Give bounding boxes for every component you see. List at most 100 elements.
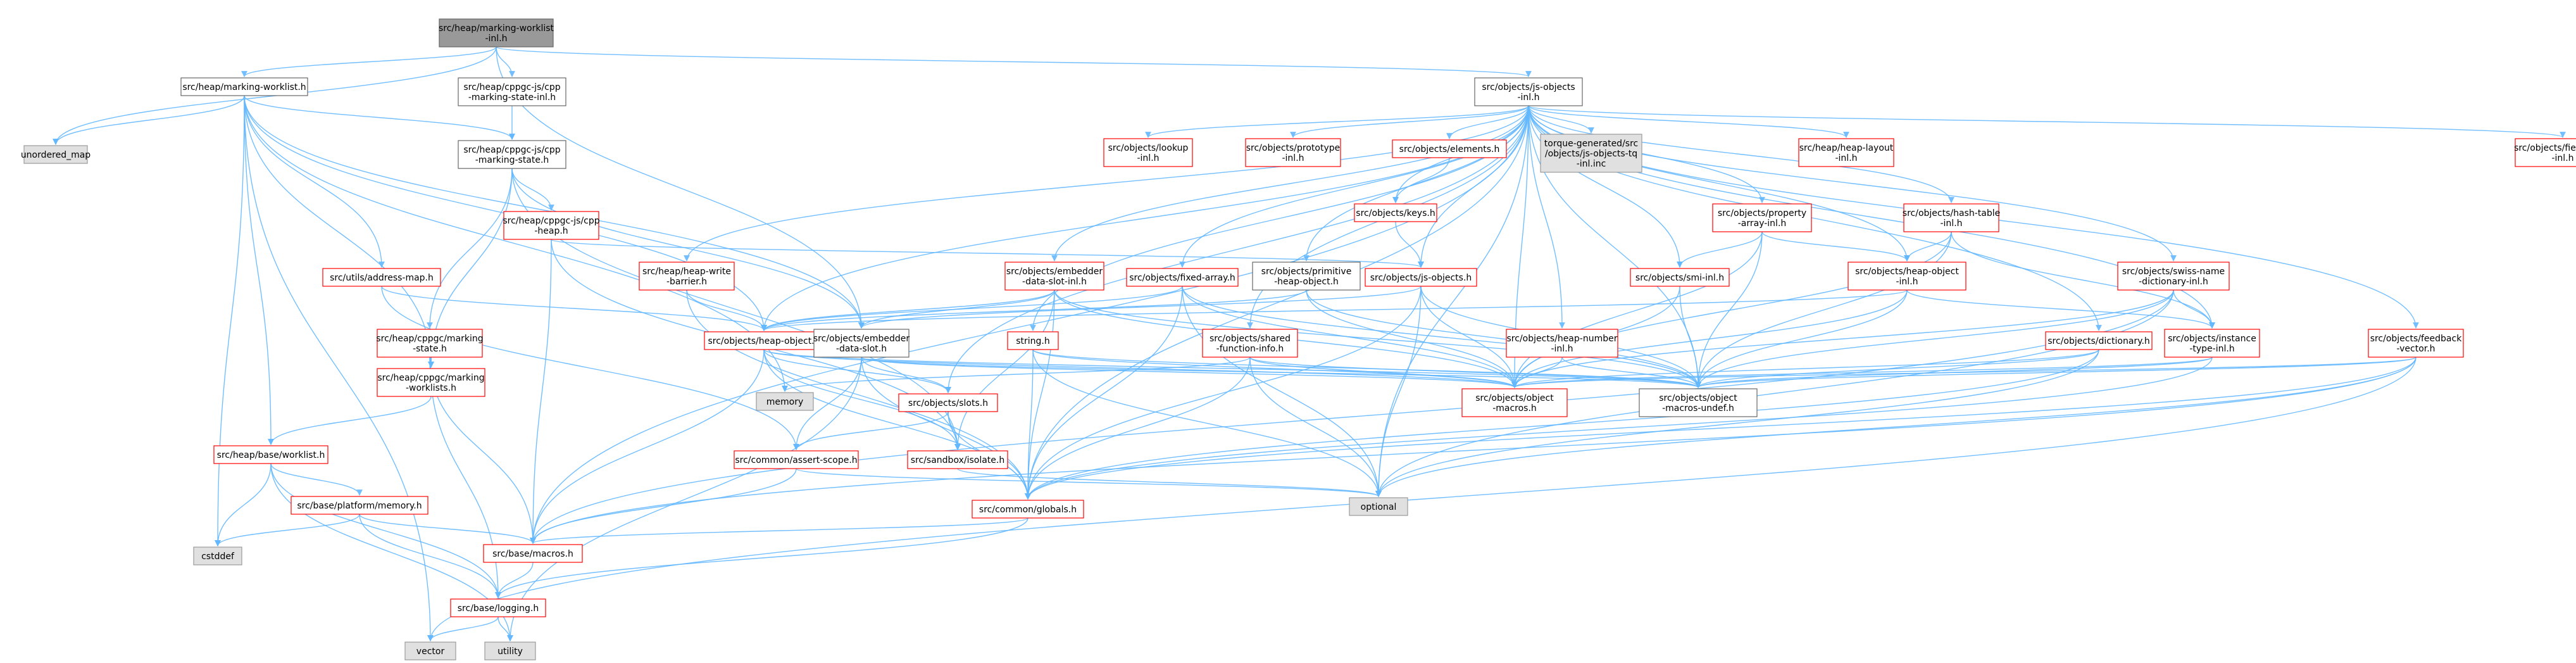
node-hwb[interactable]: src/heap/heap-write-barrier.h (639, 262, 735, 291)
node-macros[interactable]: src/base/macros.h (483, 544, 583, 563)
node-label: src/objects/fixed-array.h (1129, 273, 1235, 283)
node-hlayout[interactable]: src/heap/heap-layout-inl.h (1798, 138, 1894, 167)
node-umap[interactable]: unordered_map (21, 145, 91, 164)
edge-sfi-to-om (1249, 357, 1518, 388)
node-primheap[interactable]: src/objects/primitive-heap-object.h (1252, 262, 1361, 291)
node-memory[interactable]: memory (756, 392, 814, 411)
node-hashtab[interactable]: src/objects/hash-table-inl.h (1903, 203, 2000, 232)
edge-primheap-to-om (1306, 289, 1518, 388)
node-label: src/heap/marking-worklist.h (182, 82, 306, 92)
node-pmem[interactable]: src/base/platform/memory.h (291, 496, 428, 515)
node-mw[interactable]: src/heap/marking-worklist.h (180, 77, 308, 96)
node-torque[interactable]: torque-generated/src/objects/js-objects-… (1540, 134, 1642, 173)
node-smiinl[interactable]: src/objects/smi-inl.h (1630, 268, 1730, 287)
node-label: -data-slot-inl.h (1022, 277, 1087, 287)
edge-fbv-to-omu (1695, 357, 2417, 388)
node-optional[interactable]: optional (1349, 497, 1408, 516)
node-addrmap[interactable]: src/utils/address-map.h (322, 268, 441, 287)
node-label: src/common/assert-scope.h (735, 455, 857, 465)
node-itype[interactable]: src/objects/instance-type-inl.h (2164, 329, 2260, 358)
edge-jsoi-to-fixarr (1179, 105, 1529, 268)
node-label: src/objects/prototype (1246, 143, 1341, 153)
node-cpheap[interactable]: src/heap/cppgc-js/cpp-heap.h (503, 211, 600, 240)
node-label: -inl.h (1896, 277, 1918, 287)
node-proto[interactable]: src/objects/prototype-inl.h (1245, 138, 1341, 167)
node-isolate[interactable]: src/sandbox/isolate.h (907, 450, 1008, 469)
node-label: src/objects/feedback (2370, 334, 2463, 344)
node-label: src/objects/lookup (1108, 143, 1189, 153)
node-omu[interactable]: src/objects/object-macros-undef.h (1639, 388, 1758, 417)
node-embdi[interactable]: src/objects/embedder-data-slot-inl.h (1004, 262, 1104, 291)
node-label: src/objects/swiss-name (2122, 267, 2225, 277)
node-dict[interactable]: src/objects/dictionary.h (2045, 331, 2153, 350)
node-label: src/objects/hash-table (1903, 208, 2000, 218)
node-proparr[interactable]: src/objects/property-array-inl.h (1712, 203, 1812, 232)
node-om[interactable]: src/objects/object-macros.h (1461, 388, 1568, 417)
node-label: -array-inl.h (1738, 218, 1787, 229)
node-worklist[interactable]: src/heap/base/worklist.h (213, 445, 328, 464)
node-globals[interactable]: src/common/globals.h (972, 500, 1084, 519)
edge-pmem-to-macros (359, 514, 536, 544)
edge-cpms-to-cpmst (427, 168, 513, 329)
node-label: -inl.h (1137, 153, 1159, 163)
edge-dict-to-optional (1375, 349, 2099, 497)
node-hnum[interactable]: src/objects/heap-number-inl.h (1506, 329, 1618, 358)
edge-macros-to-logging (495, 562, 534, 598)
edge-fixarr-to-ho (761, 286, 1183, 331)
edge-mw-to-cstddef (215, 95, 245, 546)
node-cpmst[interactable]: src/heap/cppgc/marking-state.h (376, 329, 484, 358)
node-elements[interactable]: src/objects/elements.h (1392, 139, 1507, 158)
edge-fbv-to-globals (1025, 357, 2417, 500)
node-sfi[interactable]: src/objects/shared-function-info.h (1202, 329, 1298, 358)
edge-jsobj-to-optional (1375, 286, 1422, 497)
node-label: src/objects/js-objects.h (1370, 273, 1472, 283)
node-box (756, 392, 814, 411)
edge-itype-to-globals (1025, 357, 2213, 500)
node-label: src/heap/heap-layout (1799, 143, 1894, 153)
node-hoi[interactable]: src/objects/heap-object-inl.h (1848, 262, 1966, 291)
edge-swiss-to-itype (2173, 289, 2215, 329)
node-root[interactable]: src/heap/marking-worklist-inl.h (439, 18, 554, 47)
node-fbv[interactable]: src/objects/feedback-vector.h (2368, 329, 2464, 358)
node-box (458, 77, 566, 106)
edge-jsobj-to-om (1420, 286, 1518, 388)
node-ho[interactable]: src/objects/heap-object.h (704, 331, 824, 350)
node-label: -dictionary-inl.h (2139, 277, 2208, 287)
edge-embdi-to-globals (1025, 289, 1055, 500)
edge-jsoi-to-proto (1290, 105, 1529, 138)
node-label: vector (416, 647, 445, 657)
edge-hashtab-to-omu (1695, 231, 1952, 388)
edge-jsoi-to-smiinl (1528, 105, 1683, 268)
node-fixarr[interactable]: src/objects/fixed-array.h (1126, 268, 1239, 287)
node-assert[interactable]: src/common/assert-scope.h (734, 450, 859, 469)
node-jsoi[interactable]: src/objects/js-objects-inl.h (1474, 77, 1583, 106)
node-label: src/objects/js-objects (1482, 82, 1575, 92)
edge-hashtab-to-hoi (1904, 231, 1952, 262)
node-cpmwl[interactable]: src/heap/cppgc/marking-worklists.h (377, 368, 485, 397)
node-box (1461, 388, 1568, 417)
edge-addrmap-to-assert (381, 286, 799, 450)
node-cstddef[interactable]: cstddef (193, 546, 242, 565)
node-vector[interactable]: vector (404, 641, 456, 660)
node-slots[interactable]: src/objects/slots.h (898, 393, 998, 412)
node-fieldidx[interactable]: src/objects/field-index-inl.h (2514, 138, 2576, 167)
edge-proparr-to-hoi (1761, 231, 1910, 262)
edge-mw-to-worklist (244, 95, 274, 445)
node-logging[interactable]: src/base/logging.h (450, 598, 546, 617)
node-cpms[interactable]: src/heap/cppgc-js/cpp-marking-state.h (458, 140, 566, 169)
node-label: src/base/macros.h (492, 549, 573, 559)
node-label: src/heap/cppgc-js/cpp (463, 145, 560, 155)
edge-itype-to-om (1511, 357, 2213, 388)
node-utility[interactable]: utility (484, 641, 536, 660)
node-keys[interactable]: src/objects/keys.h (1354, 203, 1437, 222)
node-jsobj[interactable]: src/objects/js-objects.h (1365, 268, 1477, 287)
node-swiss[interactable]: src/objects/swiss-name-dictionary-inl.h (2117, 262, 2230, 291)
node-label: -marking-state-inl.h (468, 92, 556, 103)
node-box (1903, 203, 1999, 232)
node-cpmsi[interactable]: src/heap/cppgc-js/cpp-marking-state-inl.… (458, 77, 566, 106)
node-str[interactable]: string.h (1007, 331, 1059, 350)
node-box (1252, 262, 1361, 291)
node-embd[interactable]: src/objects/embedder-data-slot.h (813, 329, 910, 358)
node-lookup[interactable]: src/objects/lookup-inl.h (1103, 138, 1193, 167)
edge-dict-to-omu (1695, 349, 2099, 388)
